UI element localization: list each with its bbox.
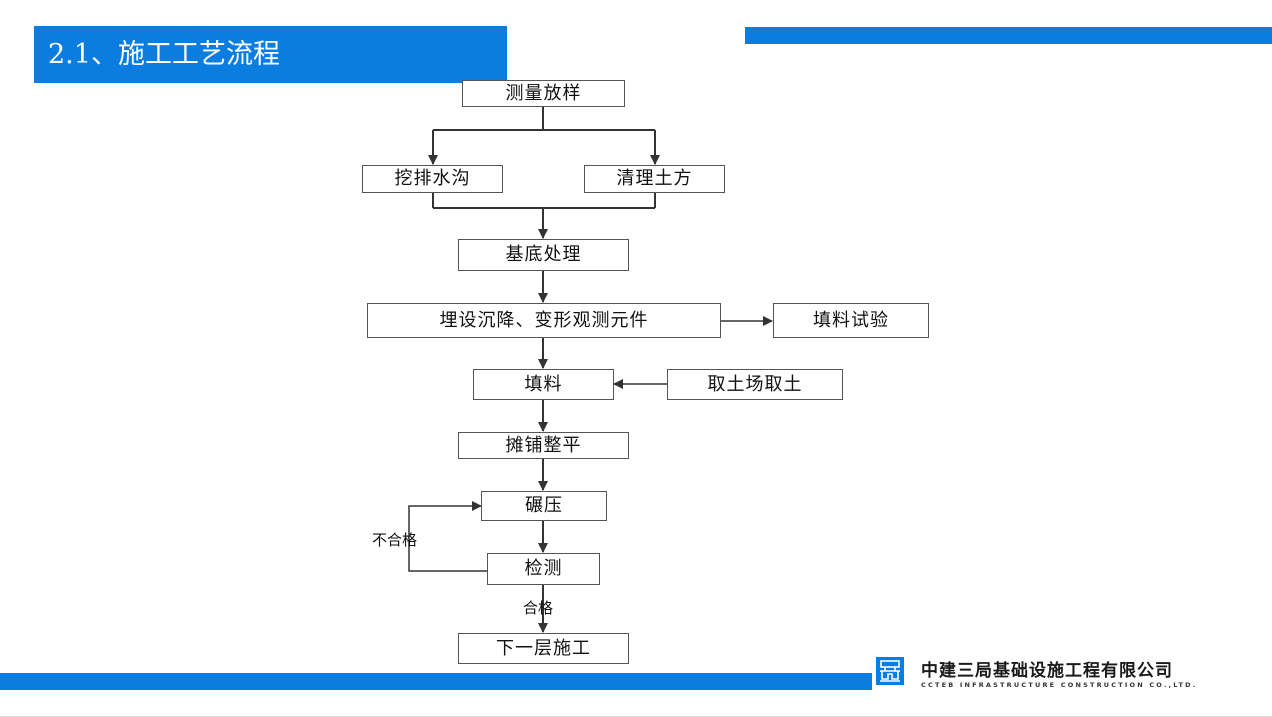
step-borrow: 取土场取土 <box>667 369 843 400</box>
step-survey: 测量放样 <box>462 80 625 107</box>
label-fail: 不合格 <box>372 531 418 549</box>
step-monitor: 埋设沉降、变形观测元件 <box>367 303 721 338</box>
company-name-cn: 中建三局基础设施工程有限公司 <box>921 661 1173 681</box>
company-logo-icon <box>876 657 904 685</box>
step-compact: 碾压 <box>481 491 607 521</box>
step-next-layer: 下一层施工 <box>458 633 629 664</box>
step-earthwork: 清理土方 <box>584 165 725 193</box>
page-title: 2.1、施工工艺流程 <box>34 26 507 83</box>
step-ditch: 挖排水沟 <box>362 165 503 193</box>
step-spread: 摊铺整平 <box>458 432 629 459</box>
fail-loop-line <box>408 501 487 572</box>
step-fill: 填料 <box>473 369 614 400</box>
label-pass: 合格 <box>523 599 554 617</box>
step-base: 基底处理 <box>458 239 629 271</box>
header-accent-bar <box>745 27 1272 44</box>
step-inspect: 检测 <box>487 553 600 585</box>
company-name-en: CCTEB INFRASTRUCTURE CONSTRUCTION CO.,LT… <box>921 681 1198 689</box>
footer-accent-bar <box>0 673 872 690</box>
step-fill-test: 填料试验 <box>773 303 929 338</box>
